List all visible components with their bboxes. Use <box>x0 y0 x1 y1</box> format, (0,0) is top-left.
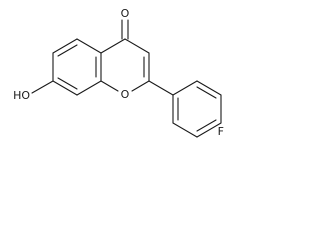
benzo-ring <box>52 38 102 96</box>
pyranone-ring <box>100 19 150 92</box>
fluorophenyl-ring <box>148 80 222 138</box>
carbonyl-oxygen-label: O <box>121 7 130 20</box>
hydroxyl-bond <box>31 80 54 94</box>
chemical-structure-diagram: O O HO F <box>13 7 224 138</box>
fluorine-label: F <box>218 125 224 138</box>
structure-canvas: O O HO F <box>0 0 228 148</box>
hydroxyl-label: HO <box>13 89 30 102</box>
ring-oxygen-label: O <box>121 88 130 101</box>
